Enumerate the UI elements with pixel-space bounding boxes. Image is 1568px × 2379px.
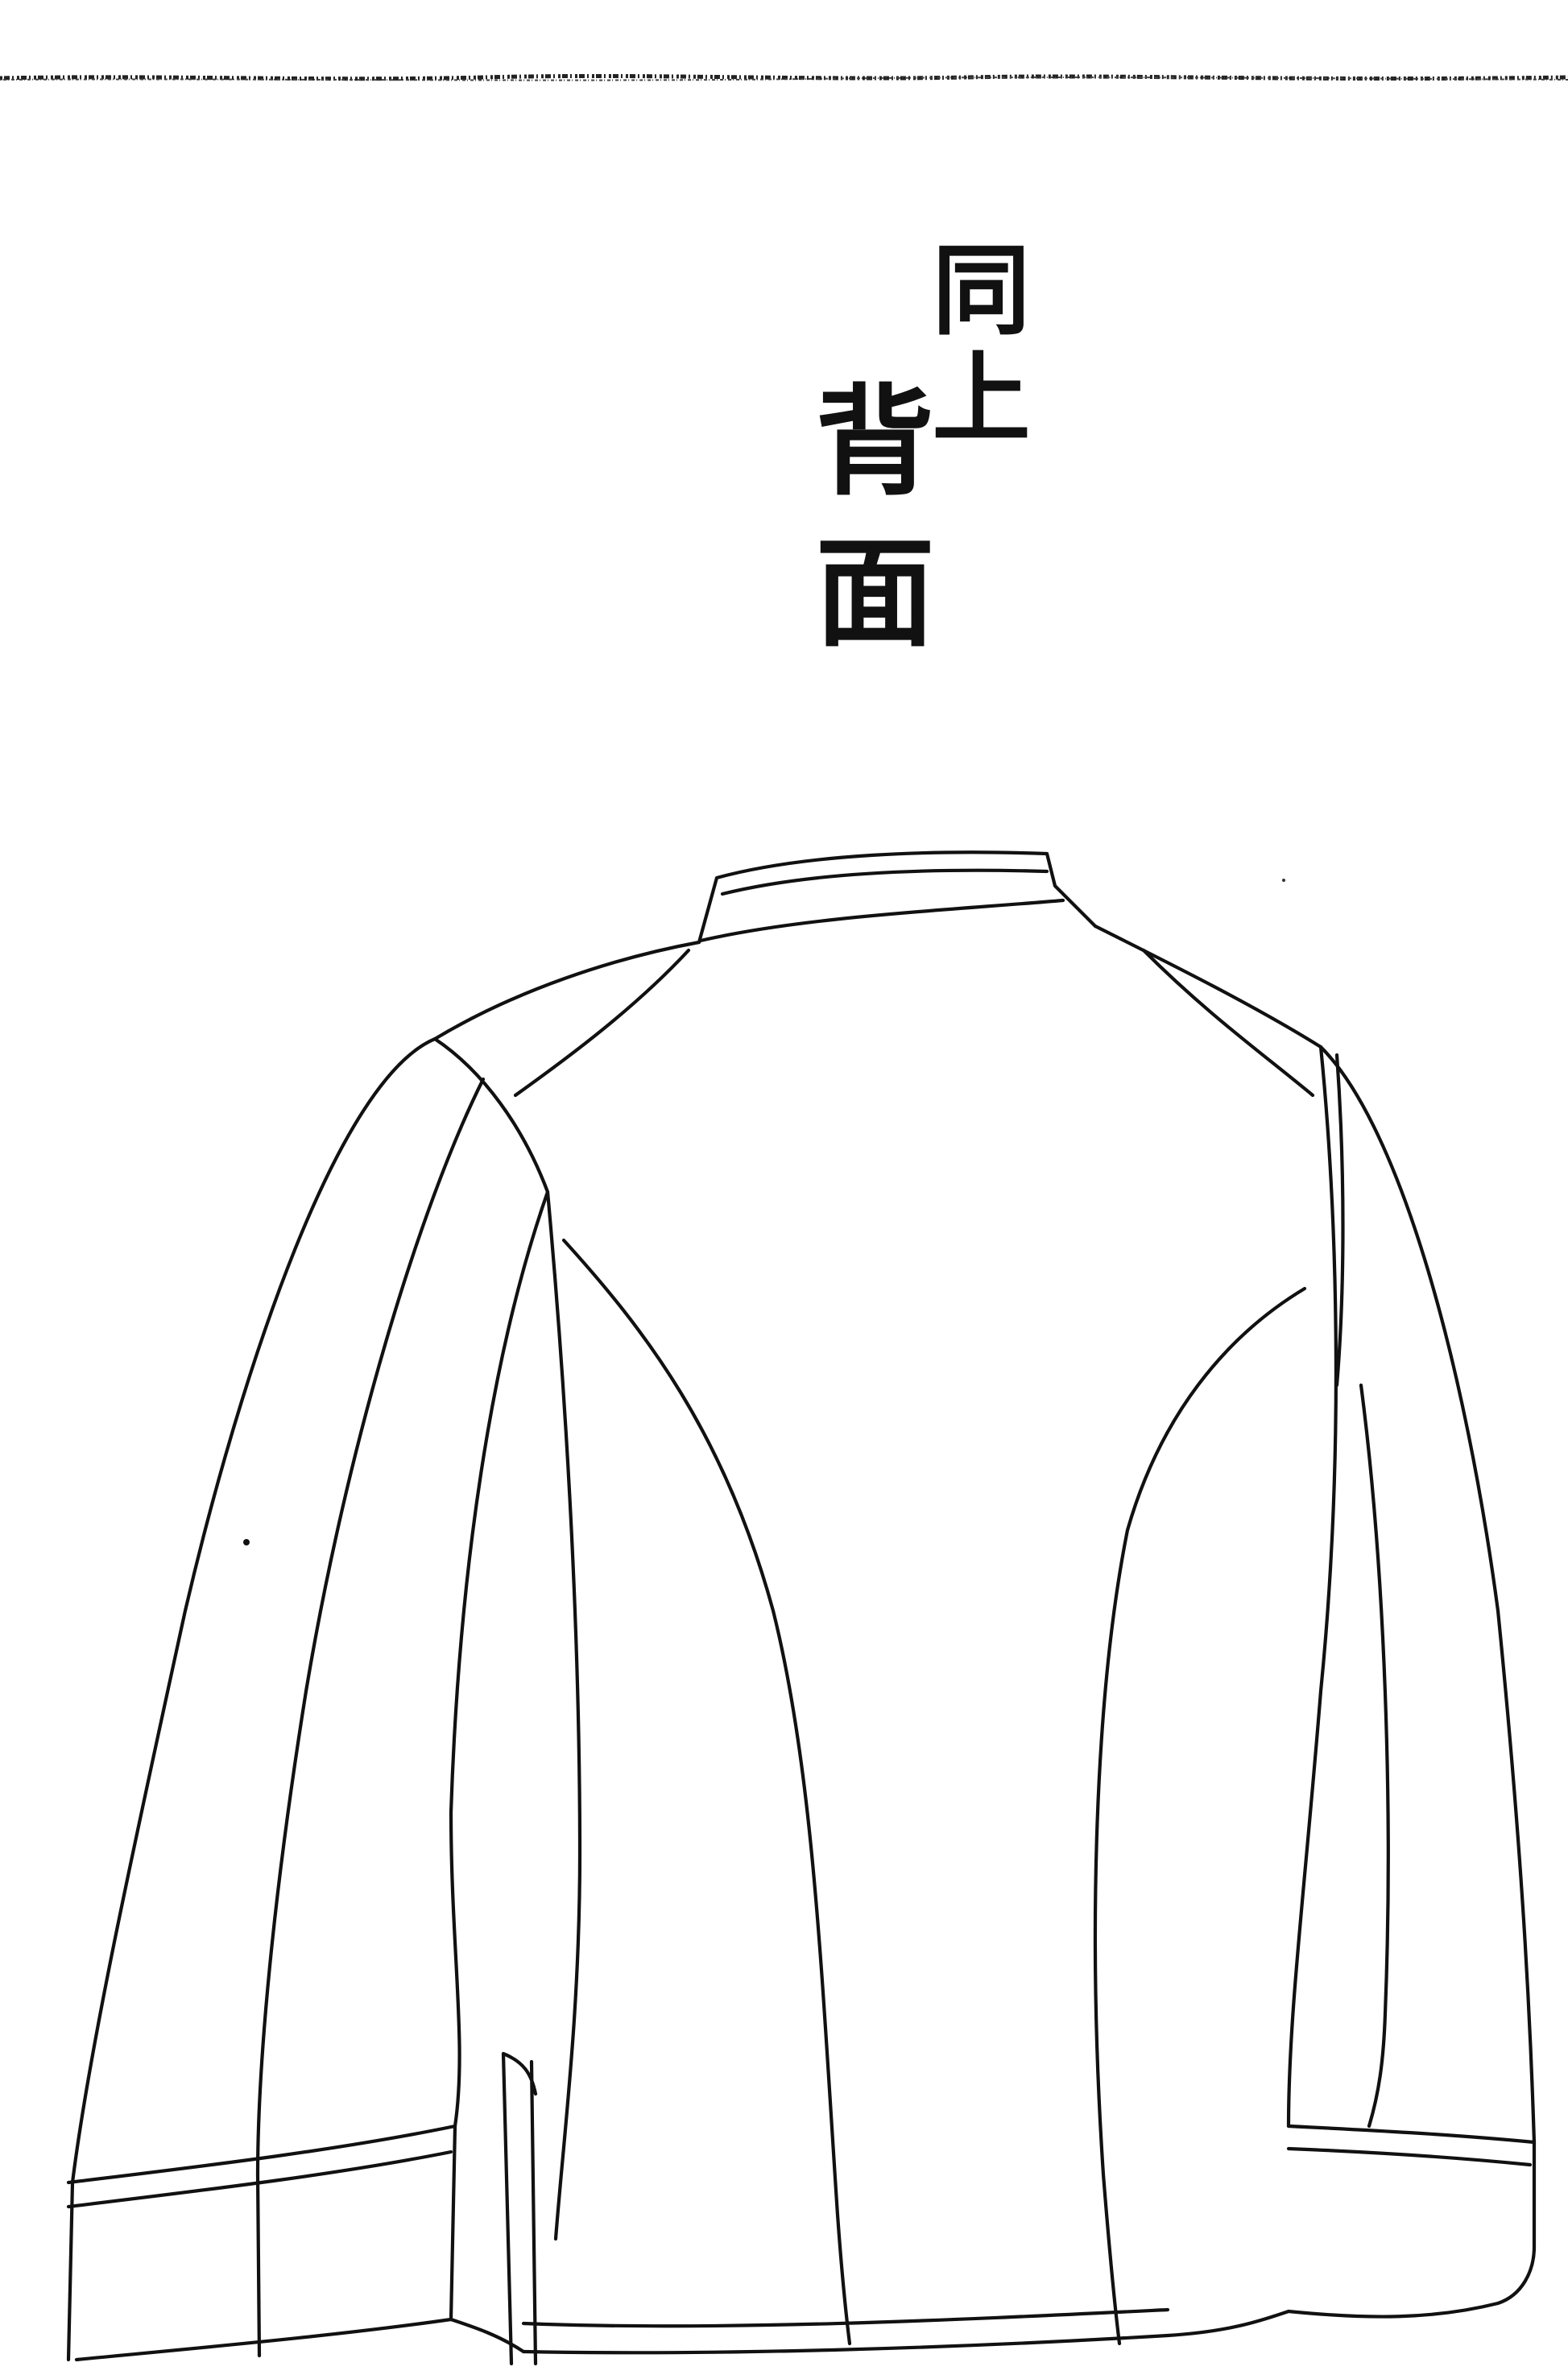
left-cuff-side: [449, 2124, 457, 2322]
left-sleeve-outer: [66, 1036, 437, 2362]
left-princess-seam: [561, 1238, 852, 2346]
right-cuff-bottom: [1286, 2140, 1537, 2319]
right-cuff-stripe: [1286, 2146, 1533, 2167]
right-sleeve: [1286, 1045, 1537, 2319]
right-side-seam: [1286, 1045, 1338, 2129]
ink-speck-2: [1282, 879, 1285, 882]
shoulders: [432, 924, 1323, 1098]
right-sleeve-seam: [1359, 1383, 1390, 2129]
left-sleeve-seam: [255, 1077, 486, 2177]
hem-line: [521, 2309, 1291, 2355]
left-cuff-top: [66, 2124, 457, 2185]
collar-band-line: [720, 868, 1049, 896]
right-sleeve-outer: [1318, 1045, 1537, 2145]
right-cuff-top: [1286, 2124, 1537, 2145]
left-shoulder-line: [432, 940, 701, 1041]
left-sleeve: [66, 1036, 550, 2362]
left-side-seam: [545, 1190, 582, 2241]
left-vent: [501, 2051, 538, 2366]
left-yoke-seam: [513, 948, 691, 1098]
left-cuff-stripe: [66, 2149, 453, 2209]
caption-same-as-above: 同上: [916, 238, 1032, 454]
right-yoke-seam: [1141, 948, 1315, 1098]
left-sleeve-inner: [432, 1036, 550, 2129]
collar-outline: [697, 850, 1098, 945]
right-princess-seam: [1093, 1286, 1307, 2346]
hem-band: [521, 2307, 1170, 2328]
caption-back-view: 背面: [795, 379, 935, 681]
left-cuff-bottom: [74, 2317, 453, 2362]
jacket-body: [449, 1045, 1345, 2366]
collar-base-line: [698, 898, 1065, 943]
right-back-seam: [1334, 1053, 1345, 1388]
right-shoulder-line: [1093, 924, 1323, 1049]
left-cuff-seam: [255, 2172, 262, 2358]
collar: [697, 850, 1098, 945]
ink-speck: [243, 1539, 250, 1545]
left-hem-corner: [449, 2317, 526, 2354]
top-border-rule: [0, 73, 1568, 81]
